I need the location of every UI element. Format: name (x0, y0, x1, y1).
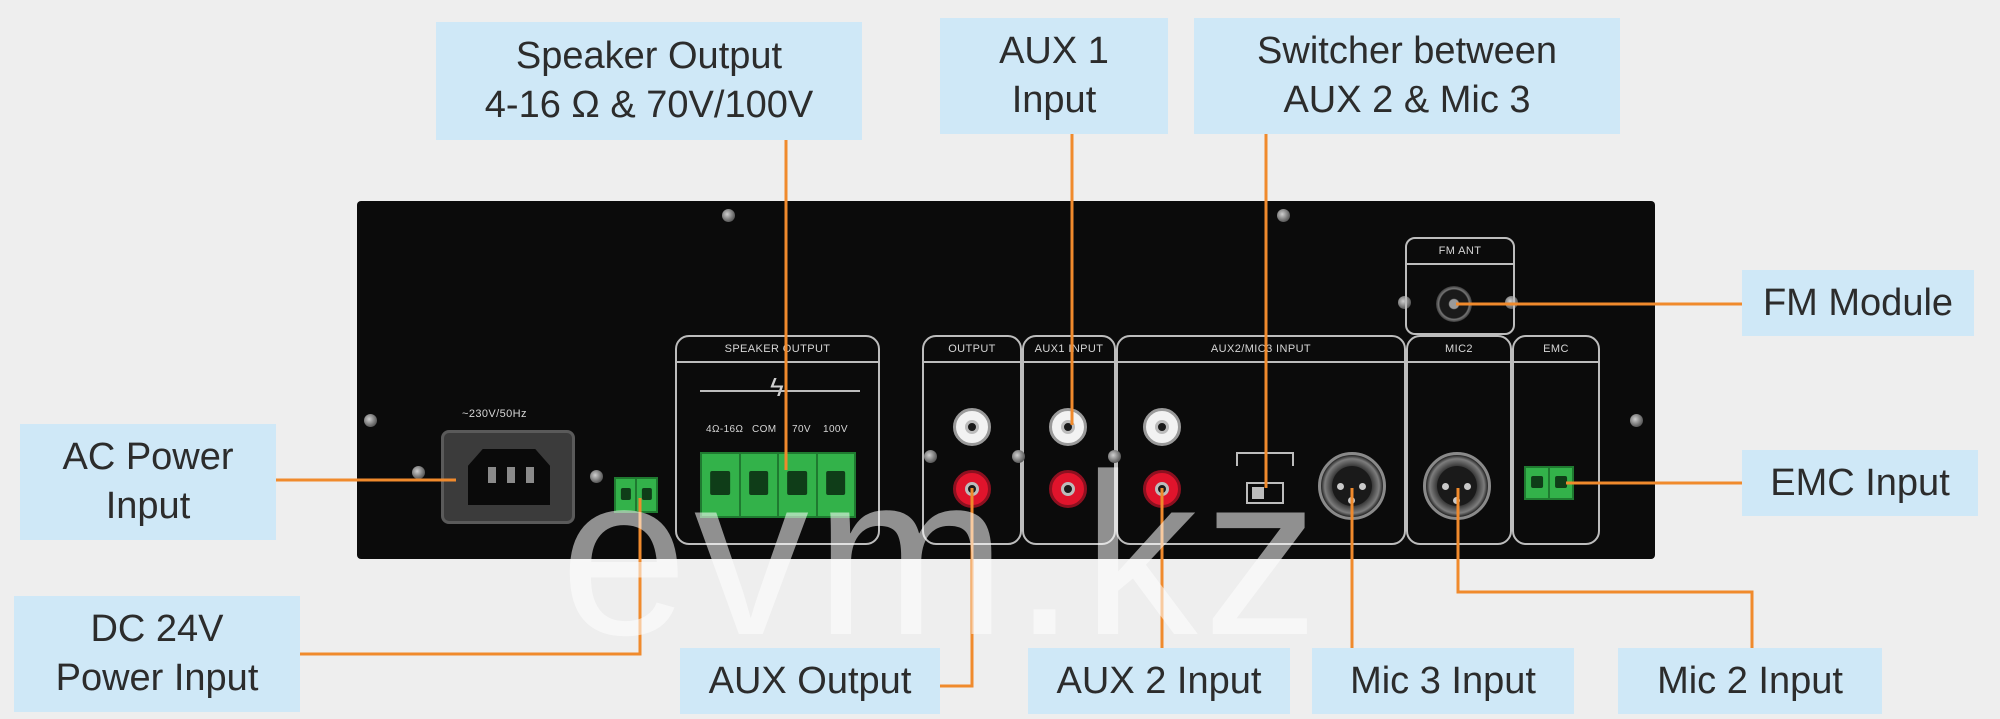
aux2-input-rca-white (1143, 408, 1181, 446)
callout-mic3-input: Mic 3 Input (1312, 648, 1574, 714)
terminal-label-100v: 100V (823, 424, 848, 435)
aux2-mic3-input-header: AUX2/MIC3 INPUT (1118, 337, 1404, 363)
callout-ac-power-line1: AC Power (62, 436, 234, 478)
panel-screw (722, 209, 735, 222)
aux-output-rca-white (953, 408, 991, 446)
leader-aux-output (940, 488, 974, 688)
voltage-label: ~230V/50Hz (462, 408, 527, 420)
callout-dc-power-line2: Power Input (55, 657, 259, 699)
fm-ant-header: FM ANT (1407, 239, 1513, 265)
callout-emc-input: EMC Input (1742, 450, 1978, 516)
panel-screw (1108, 450, 1121, 463)
callout-switcher-line1: Switcher between (1257, 30, 1557, 72)
aux2-mic3-input-section: AUX2/MIC3 INPUT (1116, 335, 1406, 545)
aux1-input-section: AUX1 INPUT (1022, 335, 1116, 545)
terminal-label-70v: 70V (792, 424, 811, 435)
callout-mic2-input: Mic 2 Input (1618, 648, 1882, 714)
mic3-xlr-jack (1318, 452, 1386, 520)
panel-screw (412, 466, 425, 479)
speaker-output-section: SPEAKER OUTPUT (675, 335, 880, 545)
emc-section: EMC (1512, 335, 1600, 545)
callout-ac-power-line2: Input (105, 485, 191, 527)
callout-switcher: Switcher between AUX 2 & Mic 3 (1194, 18, 1620, 134)
panel-screw (1630, 414, 1643, 427)
ac-inlet-pin (526, 467, 534, 483)
callout-speaker-output: Speaker Output 4-16 Ω & 70V/100V (436, 22, 862, 140)
fm-antenna-section: FM ANT (1405, 237, 1515, 335)
callout-ac-power: AC Power Input (20, 424, 276, 540)
callout-switcher-line2: AUX 2 & Mic 3 (1283, 79, 1531, 121)
speaker-output-header: SPEAKER OUTPUT (677, 337, 878, 363)
mic2-xlr-jack (1423, 452, 1491, 520)
callout-dc-power-line1: DC 24V (90, 608, 224, 650)
panel-screw (590, 470, 603, 483)
panel-screw (924, 450, 937, 463)
ac-inlet-pin (488, 467, 496, 483)
panel-screw (1012, 450, 1025, 463)
aux1-input-rca-white (1049, 408, 1087, 446)
aux1-input-rca-red (1049, 470, 1087, 508)
callout-aux1-input-line2: Input (1011, 79, 1097, 121)
mic2-header: MIC2 (1408, 337, 1510, 363)
callout-aux1-input-line1: AUX 1 (999, 30, 1109, 72)
panel-screw (364, 414, 377, 427)
ac-power-inlet (441, 430, 575, 524)
callout-fm-module: FM Module (1742, 270, 1974, 336)
dc-24v-terminal (614, 477, 658, 513)
callout-speaker-output-line2: 4-16 Ω & 70V/100V (484, 84, 814, 126)
aux-output-rca-red (953, 470, 991, 508)
panel-screw (1398, 296, 1411, 309)
leader-mic2-input (1456, 488, 1754, 650)
aux1-input-header: AUX1 INPUT (1024, 337, 1114, 363)
terminal-label-4-16: 4Ω-16Ω (706, 424, 744, 435)
panel-screw (1277, 209, 1290, 222)
callout-aux1-input: AUX 1 Input (940, 18, 1168, 134)
callout-speaker-output-line1: Speaker Output (515, 35, 783, 77)
lightning-warning-icon: ϟ (770, 372, 784, 402)
speaker-output-divider (700, 390, 860, 392)
callout-aux-output: AUX Output (680, 648, 940, 714)
callout-aux2-input: AUX 2 Input (1028, 648, 1290, 714)
leader-dc-power (300, 498, 642, 656)
callout-dc-power: DC 24V Power Input (14, 596, 300, 712)
speaker-output-terminal (700, 452, 856, 518)
emc-header: EMC (1514, 337, 1598, 363)
ac-inlet-pin (507, 467, 515, 483)
terminal-label-com: COM (752, 424, 777, 435)
output-header: OUTPUT (924, 337, 1020, 363)
leader-mic3-input (1350, 488, 1380, 652)
